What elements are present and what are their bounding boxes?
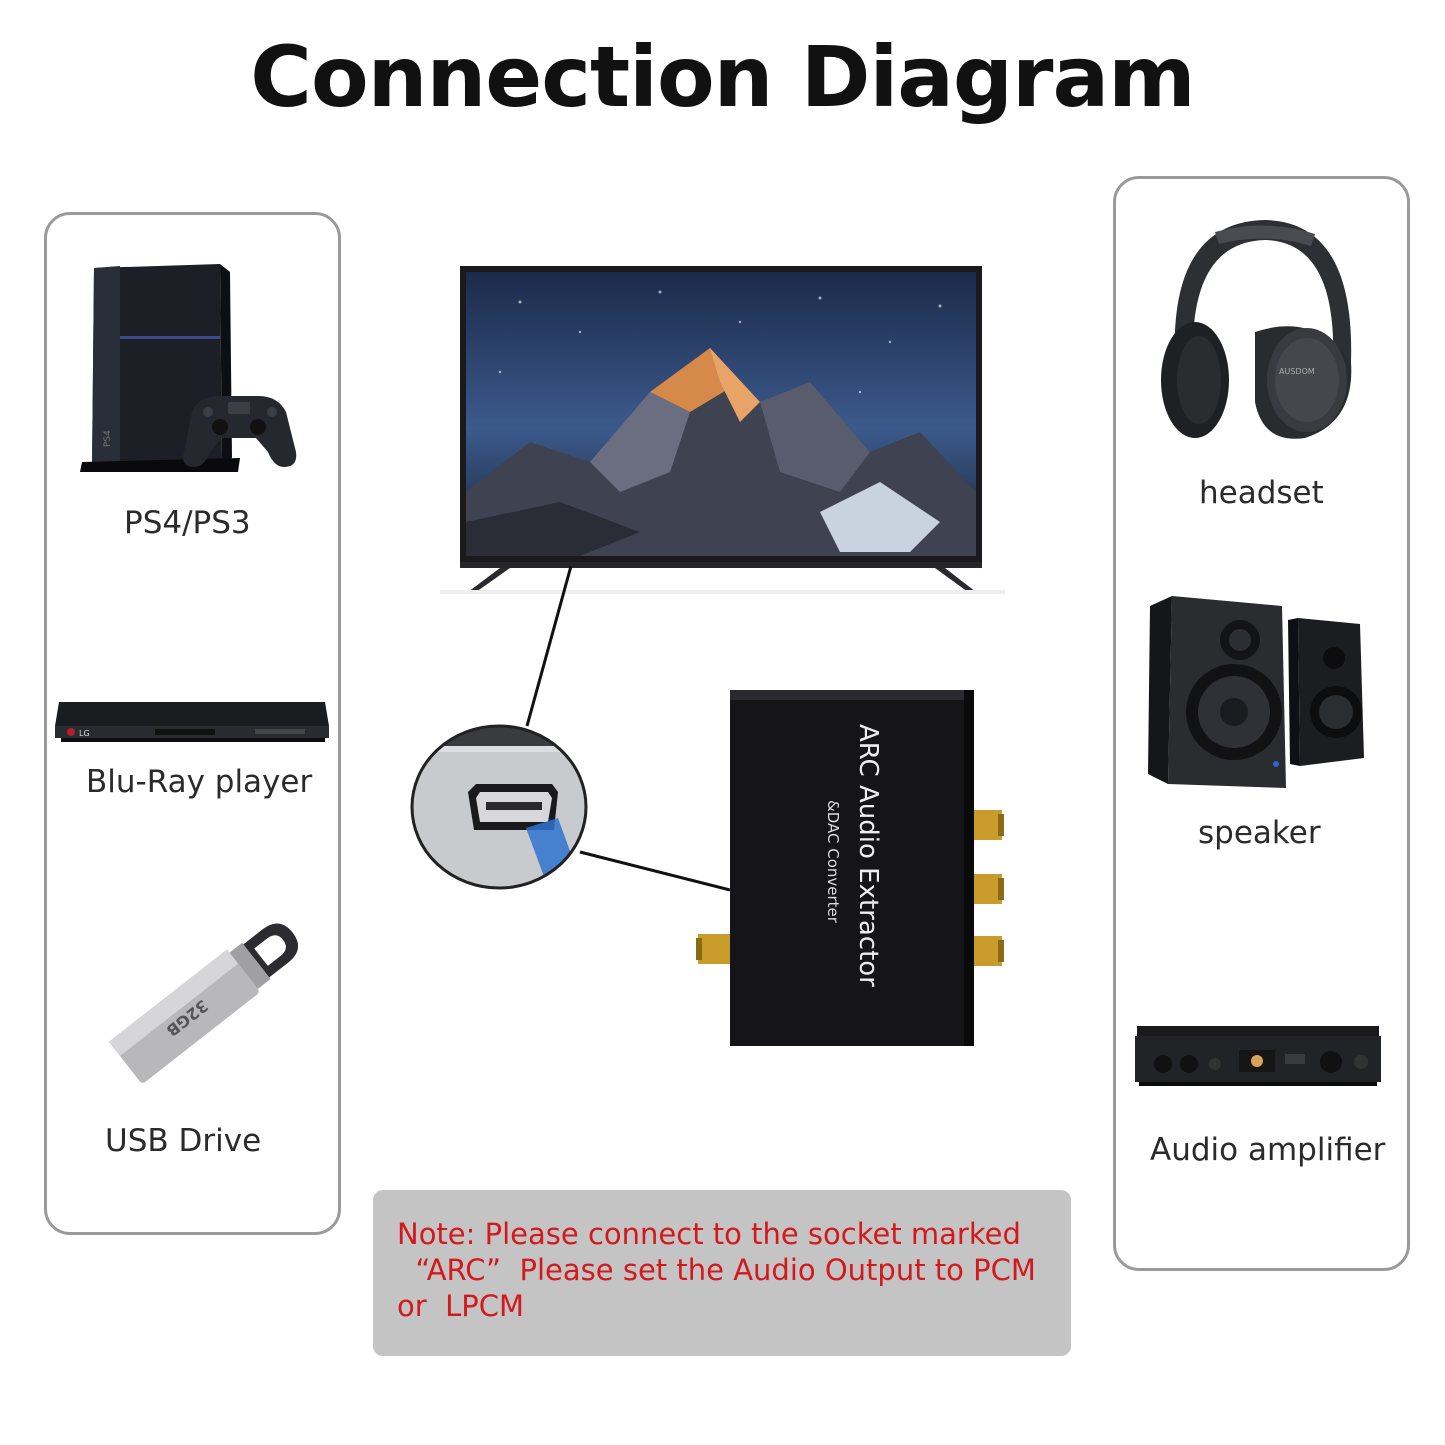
usb-drive-icon: 32GB (108, 923, 299, 1083)
output-device-label-speaker: speaker (1198, 815, 1321, 851)
note-box: Note: Please connect to the socket marke… (373, 1190, 1071, 1356)
note-line-2: “ARC” Please set the Audio Output to PCM (397, 1253, 1036, 1287)
television-icon (440, 266, 1005, 594)
bluray-brand-text: LG (79, 729, 90, 738)
svg-text:PS4: PS4 (103, 430, 113, 447)
arc-converter-icon: ARC Audio Extractor &DAC Converter (696, 690, 1004, 1046)
headphones-icon: AUSDOM (1161, 220, 1352, 439)
output-device-label-headset: headset (1199, 475, 1324, 511)
audio-amplifier-icon (1135, 1026, 1381, 1086)
source-device-label-bluray: Blu-Ray player (86, 764, 313, 800)
ps4-console-icon: PS4 (80, 264, 297, 472)
source-device-label-ps4: PS4/PS3 (124, 505, 251, 541)
output-device-label-amplifier: Audio amplifier (1150, 1132, 1386, 1168)
page-title: Connection Diagram (250, 28, 1195, 126)
converter-subtitle-text: &DAC Converter (824, 800, 842, 924)
note-line-1: Note: Please connect to the socket marke… (397, 1217, 1021, 1251)
speaker-icon (1148, 596, 1364, 788)
bluray-player-icon: LG (55, 702, 329, 742)
note-line-3: or LPCM (397, 1289, 525, 1323)
source-device-label-usb: USB Drive (105, 1123, 262, 1159)
headset-brand-text: AUSDOM (1279, 367, 1315, 376)
hdmi-port-icon (410, 724, 588, 890)
converter-title-text: ARC Audio Extractor (853, 724, 883, 987)
rca-jack-icon (696, 810, 1004, 966)
